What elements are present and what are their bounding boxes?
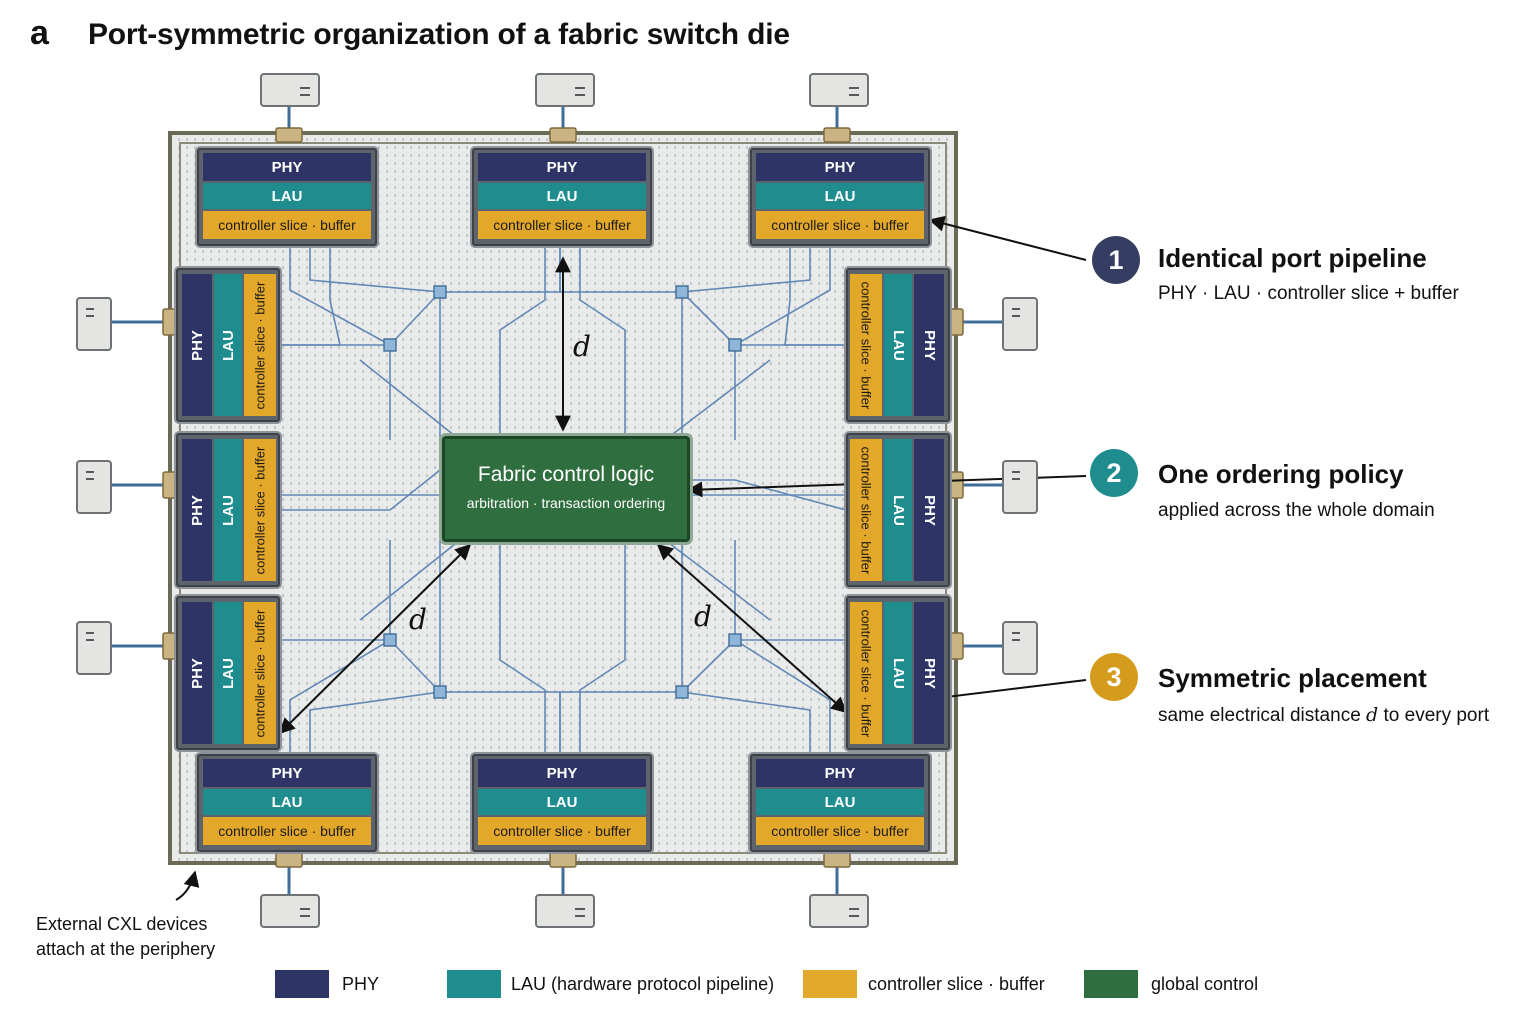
legend-label-phy: PHY bbox=[342, 974, 380, 994]
legend-swatch-controller bbox=[803, 970, 857, 998]
external-device bbox=[535, 73, 595, 107]
fabric-control-title: Fabric control logic bbox=[477, 463, 655, 486]
fabric-control-logic: Fabric control logic arbitration · trans… bbox=[442, 436, 690, 542]
periphery-note-line-2: attach at the periphery bbox=[36, 939, 216, 959]
controller-slice-block: controller slice · buffer bbox=[244, 274, 276, 416]
panel-letter: a bbox=[30, 14, 49, 52]
lau-block: LAU bbox=[214, 602, 242, 744]
periphery-note: External CXL devices attach at the perip… bbox=[36, 912, 215, 962]
controller-slice-block: controller slice · buffer bbox=[478, 817, 646, 845]
external-device bbox=[809, 894, 869, 928]
phy-block: PHY bbox=[203, 153, 371, 181]
controller-slice-block: controller slice · buffer bbox=[478, 211, 646, 239]
controller-slice-block: controller slice · buffer bbox=[244, 439, 276, 581]
distance-arrows bbox=[278, 256, 848, 735]
callout-title-3: Symmetric placement bbox=[1158, 663, 1427, 693]
callout-number-2: 2 bbox=[1090, 449, 1138, 497]
controller-slice-block: controller slice · buffer bbox=[850, 602, 882, 744]
lau-block: LAU bbox=[884, 602, 912, 744]
lau-block: LAU bbox=[884, 274, 912, 416]
port-module-top-center: PHY LAU controller slice · buffer bbox=[472, 148, 652, 246]
port-module-top-right: PHY LAU controller slice · buffer bbox=[750, 148, 930, 246]
port-module-left-top: PHY LAU controller slice · buffer bbox=[176, 268, 280, 422]
port-module-bottom-center: PHY LAU controller slice · buffer bbox=[472, 754, 652, 852]
external-device bbox=[809, 73, 869, 107]
callout-desc-3: same electrical distance d to every port bbox=[1158, 704, 1490, 726]
lau-block: LAU bbox=[756, 183, 924, 209]
controller-slice-block: controller slice · buffer bbox=[203, 817, 371, 845]
lau-block: LAU bbox=[884, 439, 912, 581]
phy-block: PHY bbox=[478, 153, 646, 181]
port-module-bottom-right: PHY LAU controller slice · buffer bbox=[750, 754, 930, 852]
external-device bbox=[1002, 621, 1038, 675]
periphery-note-line-1: External CXL devices bbox=[36, 914, 208, 934]
external-device bbox=[260, 894, 320, 928]
port-module-right-top: controller slice · buffer LAU PHY bbox=[846, 268, 950, 422]
controller-slice-block: controller slice · buffer bbox=[850, 274, 882, 416]
lau-block: LAU bbox=[478, 789, 646, 815]
external-device bbox=[535, 894, 595, 928]
external-device bbox=[76, 621, 112, 675]
lau-block: LAU bbox=[478, 183, 646, 209]
callout-title-1: Identical port pipeline bbox=[1158, 243, 1427, 273]
external-device bbox=[76, 297, 112, 351]
legend-swatch-phy bbox=[275, 970, 329, 998]
port-module-top-left: PHY LAU controller slice · buffer bbox=[197, 148, 377, 246]
external-device bbox=[260, 73, 320, 107]
controller-slice-block: controller slice · buffer bbox=[756, 817, 924, 845]
legend-label-controller: controller slice · buffer bbox=[868, 974, 1045, 994]
port-module-left-bottom: PHY LAU controller slice · buffer bbox=[176, 596, 280, 750]
distance-label-bottom-left: d bbox=[409, 603, 427, 636]
phy-block: PHY bbox=[182, 602, 212, 744]
controller-slice-block: controller slice · buffer bbox=[756, 211, 924, 239]
distance-label-bottom-right: d bbox=[694, 600, 712, 633]
external-device bbox=[76, 460, 112, 514]
legend-label-lau: LAU (hardware protocol pipeline) bbox=[511, 974, 775, 994]
callout-title-2: One ordering policy bbox=[1158, 459, 1404, 489]
callout-number-1: 1 bbox=[1092, 236, 1140, 284]
phy-block: PHY bbox=[914, 602, 944, 744]
distance-label-top: d bbox=[573, 330, 591, 363]
lau-block: LAU bbox=[203, 789, 371, 815]
lau-block: LAU bbox=[214, 274, 242, 416]
phy-block: PHY bbox=[756, 153, 924, 181]
phy-block: PHY bbox=[182, 439, 212, 581]
port-module-left-middle: PHY LAU controller slice · buffer bbox=[176, 433, 280, 587]
phy-block: PHY bbox=[182, 274, 212, 416]
periphery-arrow bbox=[175, 870, 200, 901]
lau-block: LAU bbox=[214, 439, 242, 581]
port-module-bottom-left: PHY LAU controller slice · buffer bbox=[197, 754, 377, 852]
lau-block: LAU bbox=[756, 789, 924, 815]
edge-connectors bbox=[162, 127, 964, 868]
lau-block: LAU bbox=[203, 183, 371, 209]
external-device bbox=[1002, 297, 1038, 351]
callout-desc-1: PHY · LAU · controller slice + buffer bbox=[1158, 283, 1459, 304]
callout-desc-2: applied across the whole domain bbox=[1158, 500, 1435, 521]
port-module-right-middle: controller slice · buffer LAU PHY bbox=[846, 433, 950, 587]
port-module-right-bottom: controller slice · buffer LAU PHY bbox=[846, 596, 950, 750]
phy-block: PHY bbox=[478, 759, 646, 787]
controller-slice-block: controller slice · buffer bbox=[244, 602, 276, 744]
figure-title: Port-symmetric organization of a fabric … bbox=[88, 18, 790, 51]
phy-block: PHY bbox=[203, 759, 371, 787]
fabric-control-subtitle: arbitration · transaction ordering bbox=[466, 495, 666, 511]
phy-block: PHY bbox=[756, 759, 924, 787]
external-device bbox=[1002, 460, 1038, 514]
controller-slice-block: controller slice · buffer bbox=[203, 211, 371, 239]
legend-swatch-global-control bbox=[1084, 970, 1138, 998]
controller-slice-block: controller slice · buffer bbox=[850, 439, 882, 581]
legend-swatch-lau bbox=[447, 970, 501, 998]
phy-block: PHY bbox=[914, 274, 944, 416]
legend-label-global-control: global control bbox=[1151, 974, 1259, 994]
phy-block: PHY bbox=[914, 439, 944, 581]
callout-number-3: 3 bbox=[1090, 653, 1138, 701]
